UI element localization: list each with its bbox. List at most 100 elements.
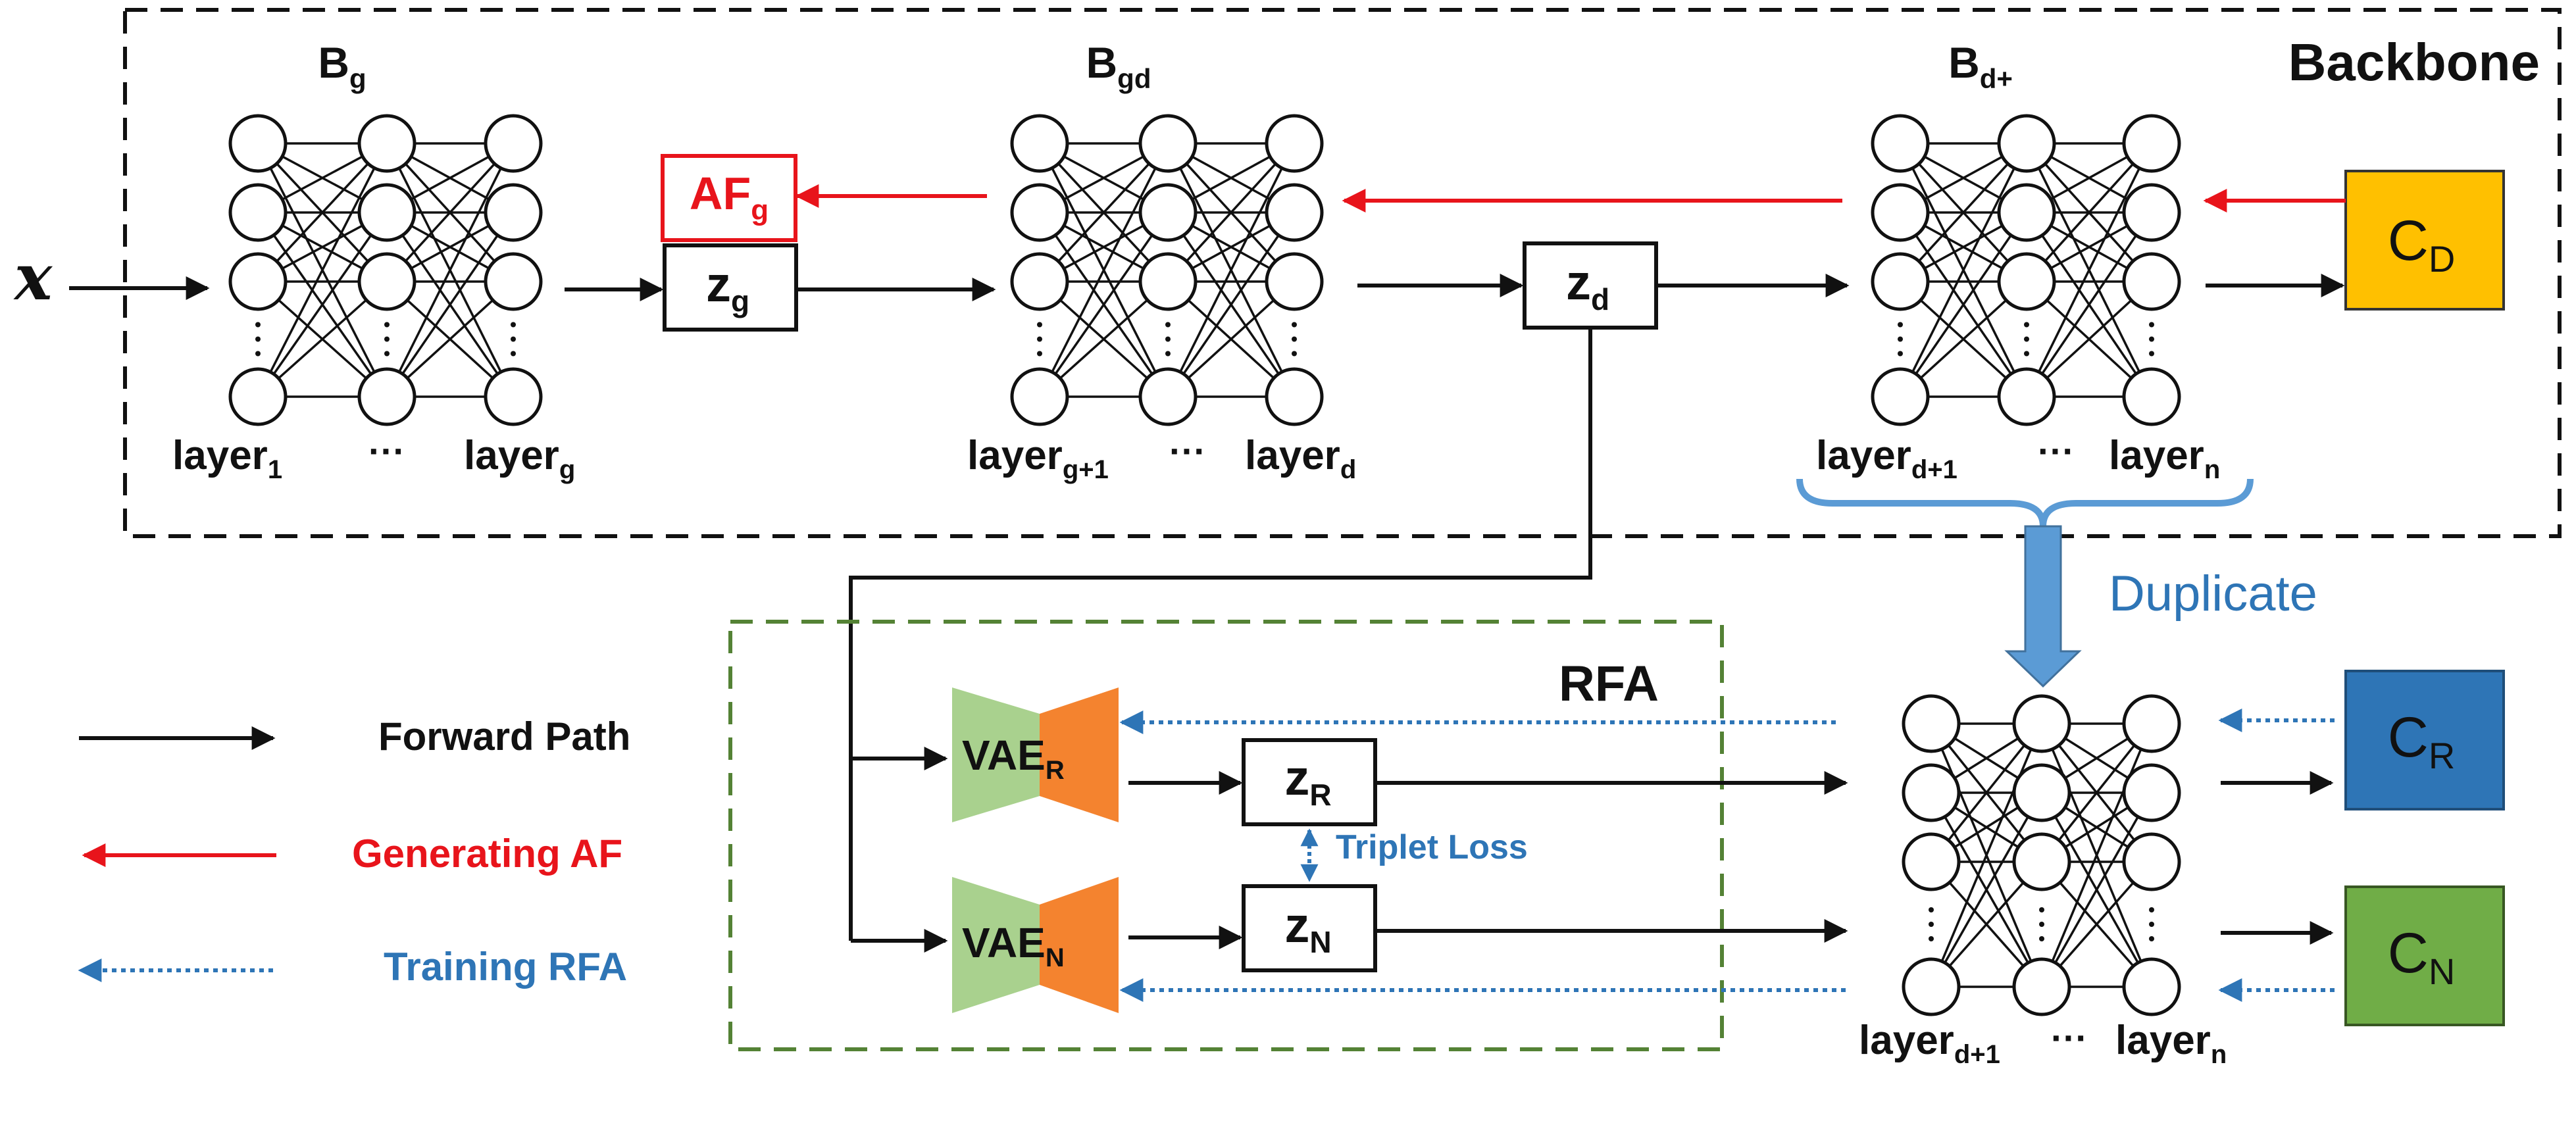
neuron [228, 367, 288, 426]
neuron [1010, 183, 1069, 242]
zg-box [663, 243, 798, 332]
neuron [228, 252, 288, 311]
neuron [1138, 183, 1198, 242]
legend-training-label: Training RFA [384, 945, 627, 989]
neuron [484, 183, 543, 242]
neuron [484, 367, 543, 426]
neuron-connection [2025, 142, 2153, 283]
neuron [1902, 763, 1961, 822]
vae-r-decoder [1040, 687, 1119, 822]
rfa-title: RFA [1559, 656, 1659, 712]
neuron [1997, 367, 2056, 426]
neuron-ellipsis-dot [511, 336, 516, 342]
neuron-ellipsis-dot [511, 351, 516, 357]
zd-label: zd [1566, 255, 1609, 316]
af-label: AFg [690, 168, 769, 226]
neuron-connection [1930, 722, 2043, 863]
neuron [1010, 114, 1069, 173]
zn-label: zN [1284, 897, 1331, 959]
neuron-ellipsis-dot [2149, 322, 2154, 328]
neuron-connection [386, 142, 515, 283]
neuron-ellipsis-dot [1292, 351, 1297, 357]
neuron [2012, 694, 2071, 753]
zn-box [1242, 884, 1377, 972]
neuron-connection [2025, 143, 2153, 397]
vae-r: VAER [952, 687, 1119, 822]
neuron [1265, 114, 1324, 173]
neuron-connection [1038, 142, 1169, 283]
zd-box [1523, 241, 1658, 330]
neuron-ellipsis-dot [2149, 336, 2154, 342]
neuron-connection [1167, 142, 1296, 283]
neuron [357, 183, 417, 242]
vae-r-label: VAER [962, 732, 1065, 785]
neuron [2122, 957, 2181, 1016]
neuron [1871, 367, 1930, 426]
neuron [1997, 114, 2056, 173]
neuron-connection [2040, 723, 2153, 987]
neuron [2122, 832, 2181, 891]
neuron-ellipsis-dot [2024, 336, 2029, 342]
neuron [228, 183, 288, 242]
classifier-cr [2344, 670, 2505, 810]
network-block-bgd [1010, 114, 1324, 426]
layer-label-g: layerg [464, 433, 575, 484]
neuron-connection [2040, 722, 2153, 863]
input-symbol: x [13, 240, 53, 314]
duplicate-label: Duplicate [2109, 566, 2317, 622]
vae-n-decoder [1040, 877, 1119, 1013]
neuron-ellipsis-dot [2024, 351, 2029, 357]
neuron [2122, 114, 2181, 173]
backbone-frame [123, 8, 2562, 538]
legend: Forward Path Generating AF Training RFA [78, 714, 630, 989]
neuron-ellipsis-dot [1898, 336, 1903, 342]
layer-label-g1: layerg+1 [967, 433, 1109, 484]
neuron-ellipsis-dot [2039, 922, 2044, 927]
neuron [228, 114, 288, 173]
neuron [357, 252, 417, 311]
classifier-cn [2344, 885, 2505, 1026]
classifier-cd-label: CD [2388, 209, 2456, 280]
block-bgd-title: Bgd [1086, 38, 1151, 94]
block-bdplus-title: Bd+ [1948, 38, 2013, 94]
neuron [2122, 694, 2181, 753]
layer-label-d1: layerd+1 [1816, 433, 1957, 484]
layer-label-n: layern [2109, 433, 2220, 484]
layer-ellipsis-3: ··· [2038, 430, 2075, 472]
neuron-connection [386, 212, 515, 397]
neuron-ellipsis-dot [1165, 336, 1171, 342]
neuron-connection [1038, 211, 1169, 398]
network-block-bdplus [1871, 114, 2181, 426]
neuron [1997, 183, 2056, 242]
neuron [2122, 763, 2181, 822]
neuron-ellipsis-dot [2024, 322, 2029, 328]
layer-ellipsis-2: ··· [1169, 430, 1206, 472]
neuron [484, 252, 543, 311]
neuron-connection [1930, 723, 2043, 987]
neuron [1265, 367, 1324, 426]
vae-n-label: VAEN [962, 919, 1065, 972]
neuron [2012, 763, 2071, 822]
neuron-connection [1899, 212, 2028, 397]
neuron-connection [257, 211, 388, 398]
vae-n-encoder [952, 877, 1040, 1013]
dup-layer-ellipsis: ··· [2051, 1017, 2088, 1059]
neuron-connection [257, 143, 388, 397]
neuron [1902, 957, 1961, 1016]
neuron-ellipsis-dot [1292, 322, 1297, 328]
neuron-ellipsis-dot [2149, 907, 2154, 912]
neuron-ellipsis-dot [1898, 322, 1903, 328]
network-block-duplicate [1902, 694, 2181, 1016]
layer-label-1: layer1 [172, 433, 282, 484]
neuron-ellipsis-dot [1898, 351, 1903, 357]
neuron [1902, 694, 1961, 753]
classifier-cn-label: CN [2388, 922, 2456, 992]
neuron [1902, 832, 1961, 891]
neuron-ellipsis-dot [384, 351, 390, 357]
neuron-ellipsis-dot [2149, 936, 2154, 941]
neuron-connection [1038, 143, 1169, 397]
classifier-cr-label: CR [2388, 706, 2456, 776]
neuron-ellipsis-dot [1929, 922, 1934, 927]
neuron-ellipsis-dot [1929, 907, 1934, 912]
neuron-ellipsis-dot [2149, 922, 2154, 927]
